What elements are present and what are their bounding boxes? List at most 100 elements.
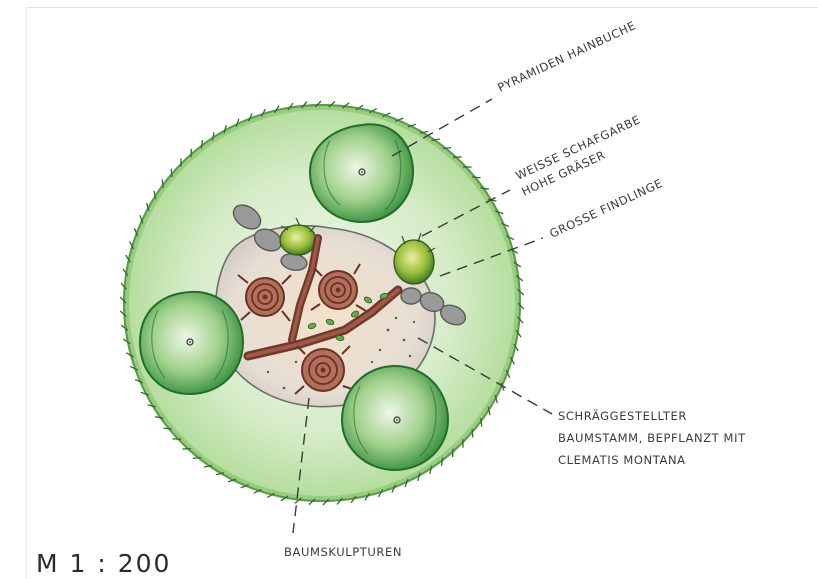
lawn-edge-tick (378, 489, 384, 498)
lawn-edge-tick (227, 478, 237, 483)
sculpture-3 (294, 345, 356, 395)
lawn-edge-tick (505, 369, 511, 379)
lawn-edge-tick (253, 488, 262, 494)
lawn-edge-tick (235, 118, 240, 128)
lawn-edge-tick (500, 222, 510, 228)
lawn-edge-tick (145, 202, 150, 212)
lawn-edge-tick (328, 100, 336, 108)
lawn-edge-tick (480, 187, 490, 190)
lawn-edge-tick (129, 241, 135, 250)
lawn-edge-tick (517, 288, 525, 296)
lawn-edge-tick (417, 472, 421, 482)
lawn-edge-tick (119, 296, 127, 304)
clematis-leaves (307, 292, 389, 341)
lawn-edge-tick (154, 416, 164, 419)
lawn-edge-tick (200, 140, 204, 149)
lawn-edge-tick (487, 406, 491, 416)
lawn-edge-tick (211, 132, 215, 141)
lawn-edge-tick (153, 190, 157, 200)
hornbeam-tree-3 (340, 364, 450, 472)
lawn-edge-tick (190, 148, 193, 158)
lawn-edge-tick (513, 343, 519, 352)
lawn-edge-tick (163, 427, 172, 430)
lawn-edge-tick (342, 102, 350, 109)
lawn-edge-tick (133, 227, 139, 237)
lawn-edge-tick (494, 210, 504, 215)
lawn-edge-tick (122, 338, 131, 345)
lawn-edge-tick (129, 365, 139, 371)
tilted-tree-trunk (243, 234, 403, 361)
lawn-edge-tick (440, 457, 444, 466)
label-pyramiden-hainbuche: PYRAMIDEN HAINBUCHE (495, 18, 638, 94)
lawn-edge-tick (248, 113, 253, 122)
lawn-edge-tick (395, 117, 404, 122)
lawn-edge-tick (442, 146, 452, 150)
lawn-edge-tick (301, 101, 308, 109)
label-baumstamm-line-3: CLEMATIS MONTANA (558, 453, 686, 467)
lawn-edge-tick (505, 235, 515, 241)
lawn-edge-tick (513, 261, 522, 268)
lawn-edge-tick (192, 456, 202, 460)
lawn-edge-tick (294, 497, 302, 504)
lawn-edge-tick (240, 484, 249, 489)
lawn-edge-tick (203, 464, 213, 468)
lawn-edge-tick (125, 352, 134, 358)
lawn-edge-tick (274, 105, 280, 114)
lawn-edge-tick (517, 316, 524, 324)
leader-line-findlinge (439, 237, 544, 277)
lawn-edge-tick (139, 215, 144, 224)
lawn-edge-tick (369, 108, 378, 114)
hornbeam-tree-1 (308, 123, 415, 224)
lawn-edge-tick (125, 254, 131, 263)
lawn-edge-tick (419, 130, 429, 134)
lawn-edge-tick (488, 198, 497, 202)
lawn-edge-tick (382, 112, 391, 118)
lawn-edge-tick (215, 472, 225, 476)
sheet-edge-left (26, 7, 27, 579)
scale-label: M 1 : 200 (36, 549, 171, 578)
lawn-edge-tick (308, 498, 316, 506)
label-grosse-findlinge: GROSSE FINDLINGE (547, 176, 665, 241)
lawn-edge-tick (404, 478, 409, 488)
lawn-edge-tick (429, 465, 433, 474)
lawn-edge-tick (161, 179, 165, 188)
leader-line-hainbuche (391, 98, 493, 157)
lawn-edge-tick (322, 498, 330, 506)
lawn-edge-tick (391, 484, 396, 493)
lawn-edge-tick (120, 282, 127, 290)
lawn-edge-tick (471, 428, 474, 438)
leader-lines (292, 98, 553, 534)
lawn-edge-tick (280, 495, 289, 502)
lawn-edge-tick (364, 492, 370, 501)
lawn-edge-tick (509, 356, 515, 365)
leader-line-baumstamm (417, 337, 553, 415)
label-baumstamm-line-2: BAUMSTAMM, BEPFLANZT MIT (558, 431, 746, 445)
lawn-edge-tick (147, 404, 156, 408)
sheet-edge-top (26, 7, 818, 8)
lawn-edge-tick (515, 275, 524, 282)
lawn-edge-tick (336, 497, 343, 505)
label-baumstamm-line-1: SCHRÄGGESTELLTER (558, 408, 687, 423)
lawn-edge-tick (122, 268, 129, 277)
lawn-edge-hatching (119, 100, 525, 506)
tree-sculptures (237, 263, 367, 395)
leader-line-baumskulpturen (292, 397, 310, 534)
lawn-edge-tick (119, 310, 127, 318)
lawn-edge-tick (314, 100, 322, 108)
lawn-edge-tick (355, 104, 364, 111)
lawn-edge-tick (223, 124, 227, 134)
lawn-edge-tick (266, 492, 275, 498)
lawn-edge-tick (494, 394, 499, 404)
lawn-edge-tick (350, 495, 357, 504)
hornbeam-tree-2 (138, 290, 245, 396)
lawn-edge-tick (431, 138, 441, 142)
lawn-edge-tick (134, 378, 144, 384)
hornbeam-trees (138, 123, 450, 472)
lawn-edge-tick (287, 102, 294, 111)
lawn-edge-tick (260, 108, 266, 117)
lawn-edge-tick (407, 123, 417, 128)
boulders (232, 204, 467, 326)
sculpture-2 (310, 263, 367, 312)
